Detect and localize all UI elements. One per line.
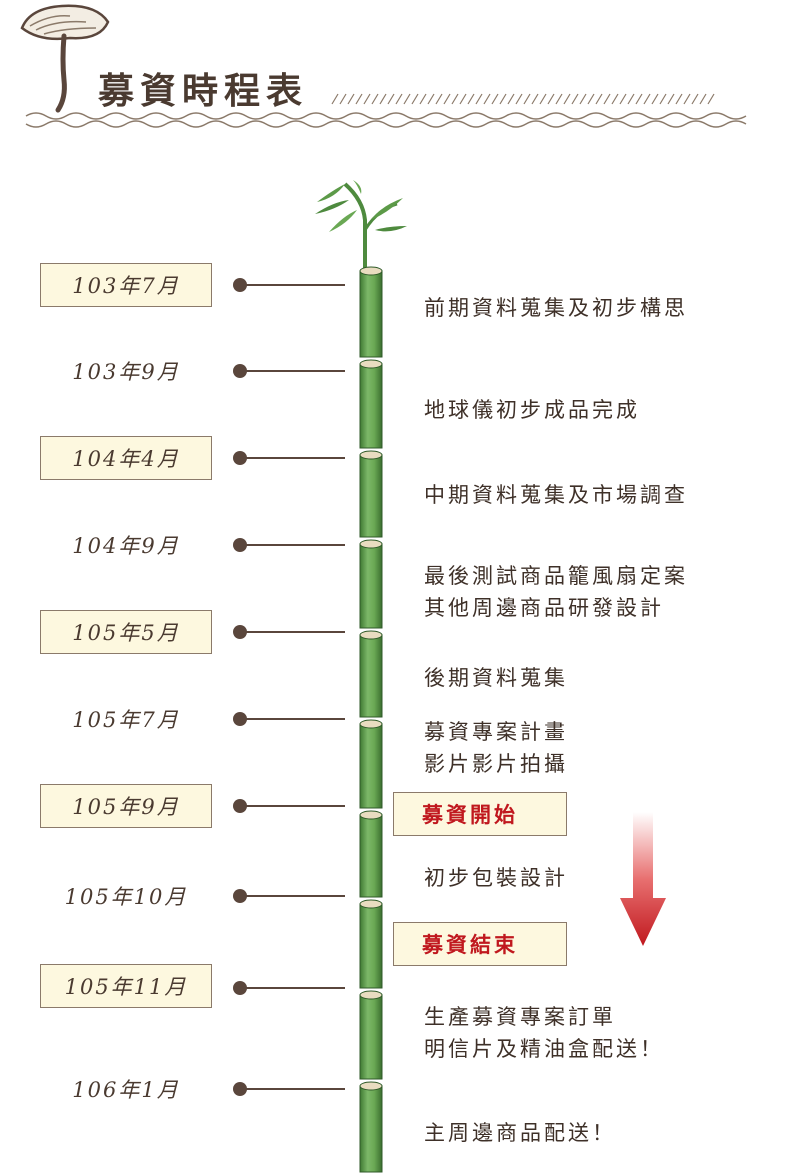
bamboo-segment — [359, 450, 383, 538]
timeline-date: 103年9月 — [72, 360, 180, 384]
timeline-date: 106年1月 — [72, 1078, 180, 1102]
title-hatch — [331, 93, 715, 105]
description-line: 其他周邊商品研發設計 — [424, 596, 664, 620]
timeline-date: 105年7月 — [72, 708, 180, 732]
bamboo-sprout-icon — [315, 180, 407, 268]
description-line: 初步包裝設計 — [424, 866, 568, 890]
bamboo-segment — [359, 899, 383, 989]
timeline-connector — [240, 457, 345, 459]
timeline-date: 104年4月 — [40, 436, 212, 480]
page-title: 募資時程表 — [98, 70, 309, 112]
description-line: 募資專案計畫 — [424, 720, 568, 744]
timeline-description: 前期資料蒐集及初步構思 — [424, 292, 688, 324]
bamboo-segment — [359, 539, 383, 629]
timeline-connector — [240, 987, 345, 989]
milestone-end: 募資結束 — [393, 922, 567, 966]
timeline-description: 地球儀初步成品完成 — [424, 394, 640, 426]
description-line: 主周邊商品配送！ — [424, 1121, 616, 1145]
bamboo-segment — [359, 266, 383, 358]
description-line: 最後測試商品籠風扇定案 — [424, 564, 688, 588]
bamboo-timeline — [359, 266, 383, 1173]
description-line: 明信片及精油盒配送！ — [424, 1037, 664, 1061]
timeline-description: 初步包裝設計 — [424, 862, 568, 894]
milestone-start: 募資開始 — [393, 792, 567, 836]
timeline-connector — [240, 718, 345, 720]
description-line: 地球儀初步成品完成 — [424, 398, 640, 422]
timeline-connector — [240, 805, 345, 807]
timeline-date: 105年11月 — [40, 964, 212, 1008]
bamboo-segment — [359, 990, 383, 1080]
timeline-date: 104年9月 — [72, 534, 180, 558]
timeline-date: 105年10月 — [64, 885, 188, 909]
bamboo-segment — [359, 630, 383, 718]
down-arrow-icon — [620, 812, 666, 946]
description-line: 中期資料蒐集及市場調查 — [424, 483, 688, 507]
bamboo-segment — [359, 719, 383, 809]
timeline-connector — [240, 631, 345, 633]
woven-border — [25, 112, 747, 128]
description-line: 生產募資專案訂單 — [424, 1005, 616, 1029]
timeline-connector — [240, 895, 345, 897]
timeline-date: 105年5月 — [40, 610, 212, 654]
description-line: 影片影片拍攝 — [424, 752, 568, 776]
timeline-description: 後期資料蒐集 — [424, 662, 568, 694]
timeline-connector — [240, 544, 345, 546]
header-decoration — [20, 4, 747, 128]
timeline-date: 105年9月 — [40, 784, 212, 828]
timeline-description: 中期資料蒐集及市場調查 — [424, 479, 688, 511]
timeline-description: 主周邊商品配送！ — [424, 1117, 616, 1149]
timeline-connector — [240, 370, 345, 372]
bamboo-segment — [359, 1081, 383, 1173]
timeline-description: 生產募資專案訂單 明信片及精油盒配送！ — [424, 1001, 664, 1065]
bamboo-segment — [359, 359, 383, 449]
description-line: 前期資料蒐集及初步構思 — [424, 296, 688, 320]
mushroom-icon — [20, 4, 110, 113]
timeline-date: 103年7月 — [40, 263, 212, 307]
description-line: 後期資料蒐集 — [424, 666, 568, 690]
timeline-description: 募資專案計畫 影片影片拍攝 — [424, 716, 568, 780]
bamboo-segment — [359, 810, 383, 898]
timeline-connector — [240, 1088, 345, 1090]
timeline-description: 最後測試商品籠風扇定案 其他周邊商品研發設計 — [424, 560, 688, 624]
timeline-connector — [240, 284, 345, 286]
